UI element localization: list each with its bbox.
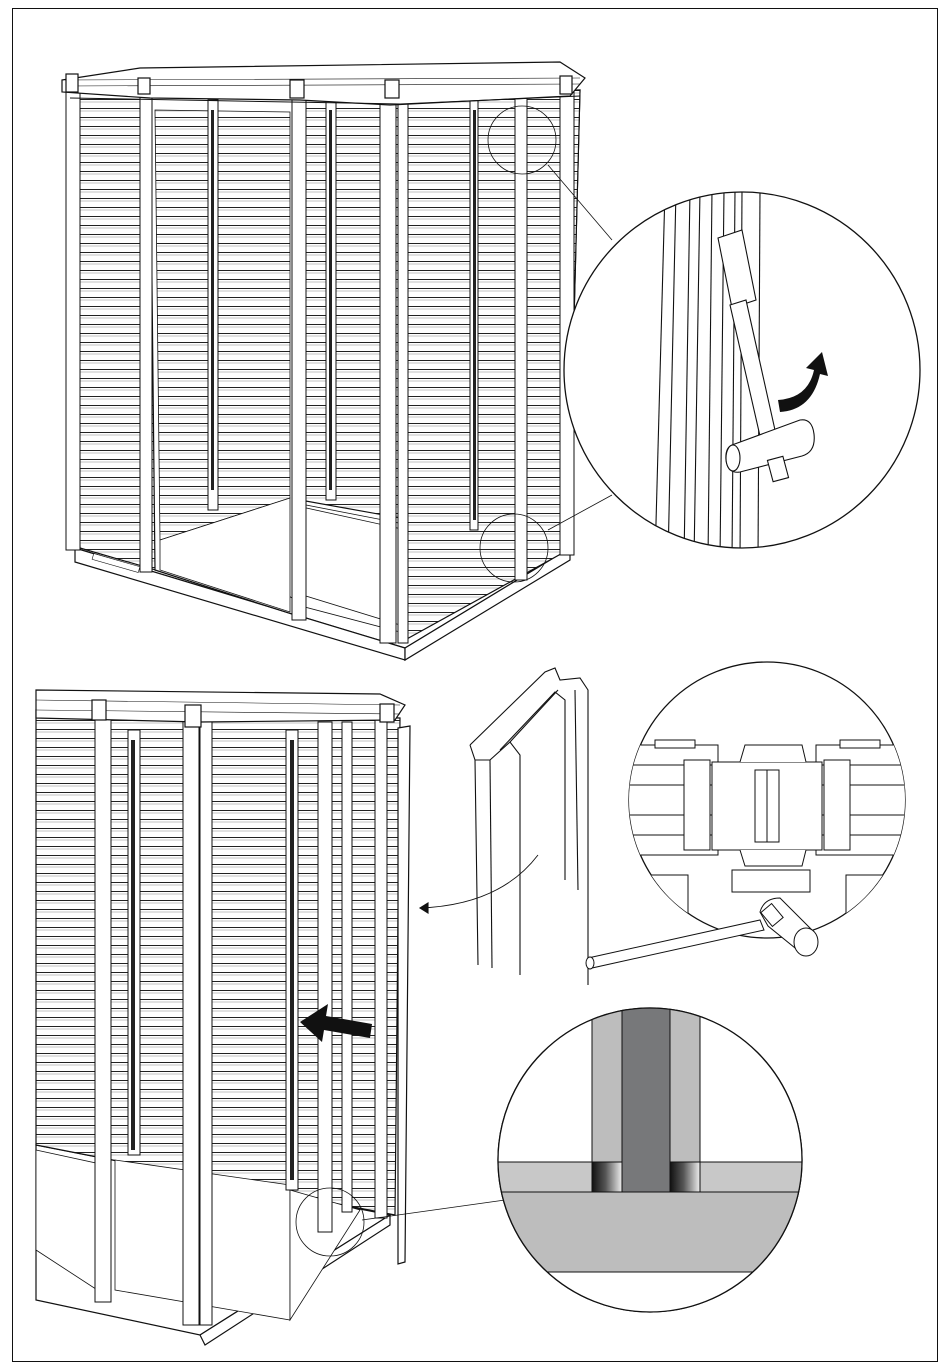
steel-bar-2: [588, 920, 764, 968]
profile-cross-section: [586, 662, 906, 969]
slot-left: [592, 1162, 622, 1192]
shed-frame-top: [62, 62, 612, 660]
post-left-wall: [592, 1000, 622, 1162]
door-strip-profile: [420, 668, 588, 985]
shed-frame-bottom: [36, 690, 505, 1345]
loose-door-strip: [398, 726, 410, 1264]
right-side-wall: [400, 90, 580, 640]
hammer-tap-detail: [564, 190, 920, 560]
slot-right: [670, 1162, 700, 1192]
post-right-wall: [670, 1000, 700, 1162]
roof-bottom: [36, 690, 405, 722]
door-strip-center: [622, 1000, 670, 1192]
floor-joint-detail: [490, 1000, 810, 1320]
